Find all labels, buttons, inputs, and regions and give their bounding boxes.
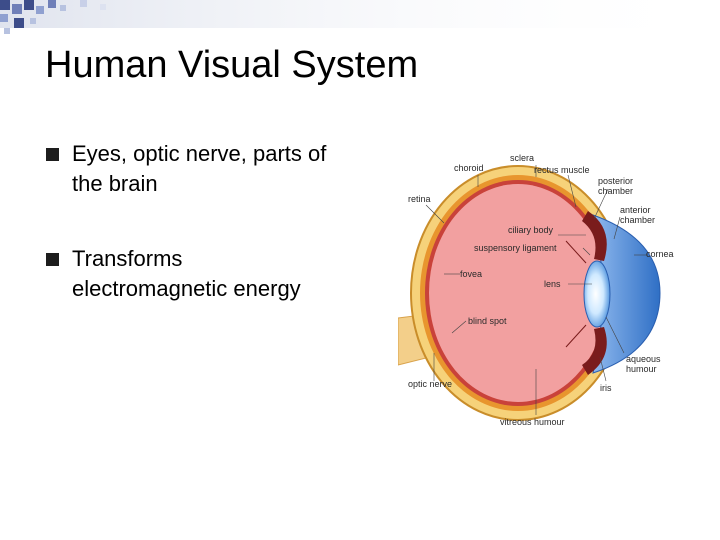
label-aqueous-humour: humour xyxy=(626,364,657,374)
header-decoration xyxy=(0,0,720,34)
label-ciliary-body: ciliary body xyxy=(508,225,554,235)
label-aqueous-humour: aqueous xyxy=(626,354,661,364)
bullet-line: electromagnetic energy xyxy=(72,276,301,301)
bullet-line: Eyes, optic nerve, parts of xyxy=(72,141,327,166)
label-suspensory-ligament: suspensory ligament xyxy=(474,243,557,253)
bullet-marker xyxy=(46,148,59,161)
label-anterior-chamber: anterior xyxy=(620,205,651,215)
label-fovea: fovea xyxy=(460,269,482,279)
label-cornea: cornea xyxy=(646,249,674,259)
label-lens: lens xyxy=(544,279,561,289)
ciliary-body-shape xyxy=(582,211,607,261)
label-retina: retina xyxy=(408,194,431,204)
vitreous-shape xyxy=(429,184,607,402)
lens-shape xyxy=(583,260,611,328)
label-rectus-muscle: rectus muscle xyxy=(534,165,590,175)
eye-anatomy-diagram: choroid sclera rectus muscle posterior c… xyxy=(398,153,674,427)
label-sclera: sclera xyxy=(510,153,534,163)
iris-shape xyxy=(582,327,607,375)
bullet-text: Eyes, optic nerve, parts of the brain xyxy=(72,139,402,199)
label-vitreous-humour: vitreous humour xyxy=(500,417,565,427)
slide-title: Human Visual System xyxy=(45,44,419,86)
label-iris: iris xyxy=(600,383,612,393)
bullet-marker xyxy=(46,253,59,266)
label-optic-nerve: optic nerve xyxy=(408,379,452,389)
label-choroid: choroid xyxy=(454,163,484,173)
bullet-text: Transforms electromagnetic energy xyxy=(72,244,402,304)
label-posterior-chamber: chamber xyxy=(598,186,633,196)
label-blind-spot: blind spot xyxy=(468,316,507,326)
label-anterior-chamber: chamber xyxy=(620,215,655,225)
bullet-line: Transforms xyxy=(72,246,183,271)
bullet-line: the brain xyxy=(72,171,158,196)
label-posterior-chamber: posterior xyxy=(598,176,633,186)
